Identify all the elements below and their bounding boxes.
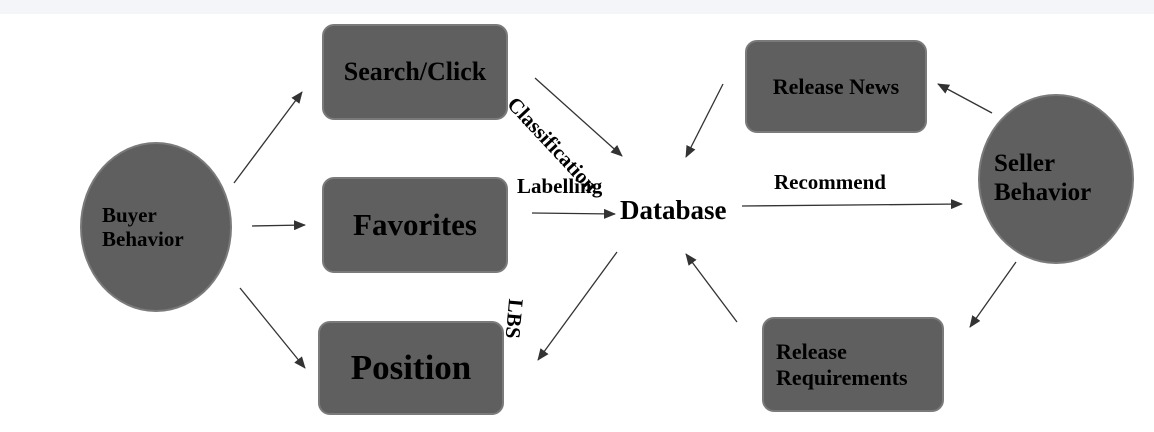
labelling-edge-label: Labelling (517, 174, 603, 198)
arrow-database-to-seller (741, 199, 963, 210)
favorites-node: Favorites (322, 177, 508, 273)
position-label: Position (350, 347, 472, 387)
arrow-buyer-to-position (239, 287, 306, 369)
buyer-behavior-label: Buyer Behavior (102, 202, 184, 251)
top-strip (0, 0, 1154, 14)
arrow-requirements-to-database (685, 253, 738, 323)
arrow-search-to-database (534, 77, 623, 157)
arrow-database-to-position (537, 251, 618, 361)
lbs-edge-label: LBS (500, 297, 528, 340)
arrow-buyer-to-search (233, 91, 303, 184)
arrow-news-to-database (685, 83, 724, 158)
release-news-node: Release News (745, 40, 927, 133)
arrow-seller-to-news (937, 83, 993, 114)
arrow-buyer-to-favorites (251, 220, 306, 231)
buyer-behavior-node: Buyer Behavior (80, 142, 232, 312)
seller-behavior-node: Seller Behavior (978, 94, 1134, 264)
arrow-favorites-to-database (531, 208, 616, 219)
search-click-label: Search/Click (343, 57, 487, 87)
arrow-seller-to-requirements (969, 261, 1017, 328)
seller-behavior-label: Seller Behavior (994, 150, 1092, 206)
release-requirements-node: Release Requirements (762, 317, 944, 412)
database-label: Database (620, 195, 727, 225)
release-news-label: Release News (772, 73, 900, 99)
position-node: Position (318, 321, 504, 415)
search-click-node: Search/Click (322, 24, 508, 120)
release-requirements-label: Release Requirements (776, 339, 908, 390)
favorites-label: Favorites (353, 207, 477, 243)
recommend-edge-label: Recommend (774, 170, 886, 194)
